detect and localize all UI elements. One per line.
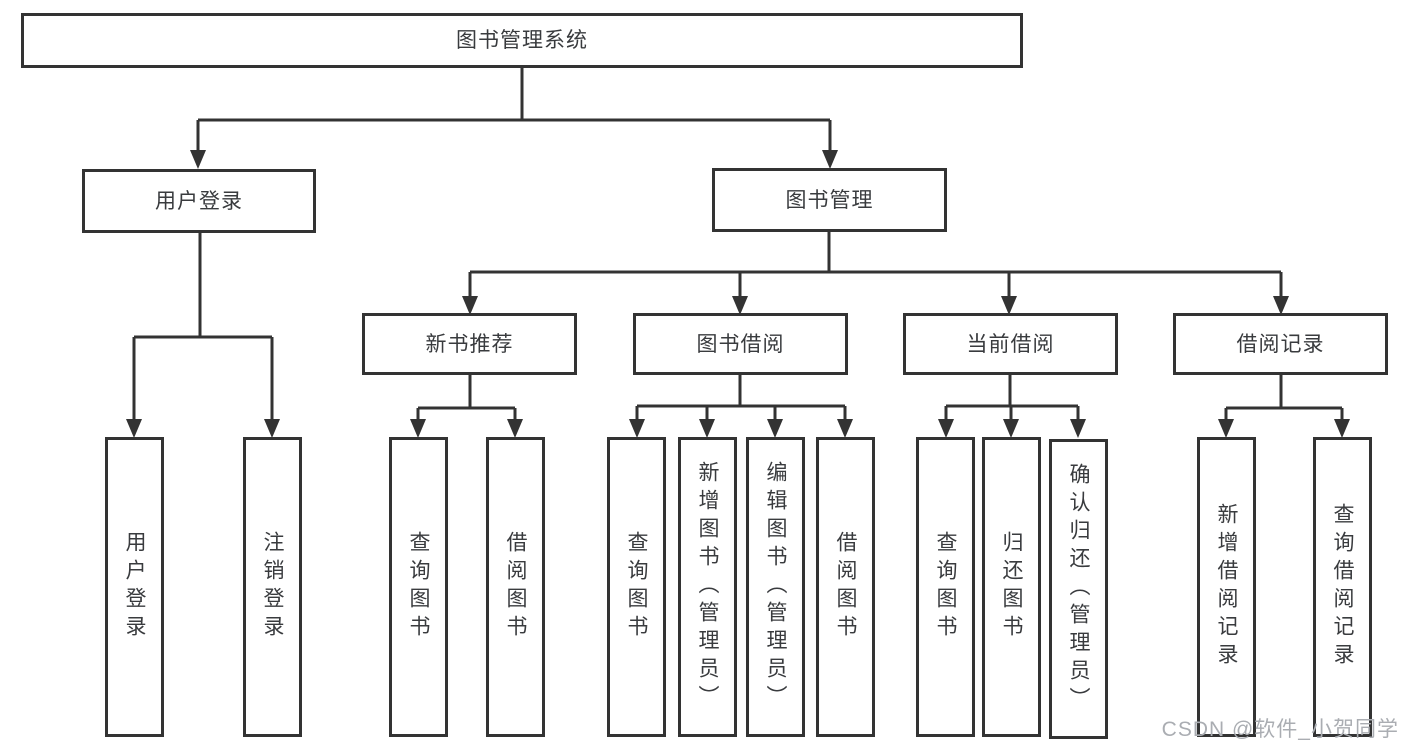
leaf-return-books: 归还图书 [982, 437, 1041, 737]
node-label: 编辑图书（管理员） [764, 461, 787, 713]
leaf-add-book-admin: 新增图书（管理员） [678, 437, 737, 737]
node-label: 图书管理系统 [456, 29, 588, 52]
node-user-login: 用户登录 [82, 169, 316, 233]
leaf-borrow-books-recommend: 借阅图书 [486, 437, 545, 737]
node-label: 新书推荐 [425, 332, 514, 356]
node-label: 用户登录 [155, 189, 243, 213]
node-borrowing-records: 借阅记录 [1173, 313, 1388, 375]
leaf-borrow-books-borrowing: 借阅图书 [816, 437, 875, 737]
node-label: 当前借阅 [966, 332, 1055, 356]
leaf-search-books-recommend: 查询图书 [389, 437, 448, 737]
node-label: 借阅记录 [1236, 332, 1325, 356]
node-label: 用户登录 [123, 531, 146, 643]
node-label: 新增图书（管理员） [696, 461, 719, 713]
node-label: 借阅图书 [834, 531, 857, 643]
node-label: 注销登录 [261, 531, 284, 643]
leaf-edit-book-admin: 编辑图书（管理员） [746, 437, 805, 737]
leaf-search-borrow-record: 查询借阅记录 [1313, 437, 1372, 737]
csdn-watermark: CSDN @软件_小贺同学 [1161, 718, 1399, 741]
leaf-confirm-return-admin: 确认归还（管理员） [1049, 439, 1108, 739]
node-new-book-recommendation: 新书推荐 [362, 313, 577, 375]
node-label: 图书管理 [785, 188, 874, 212]
node-current-borrowing: 当前借阅 [903, 313, 1118, 375]
node-book-management: 图书管理 [712, 168, 947, 232]
leaf-logout: 注销登录 [243, 437, 302, 737]
node-label: 查询图书 [934, 531, 957, 643]
leaf-add-borrow-record: 新增借阅记录 [1197, 437, 1256, 737]
node-label: 确认归还（管理员） [1067, 463, 1090, 715]
node-label: 查询图书 [407, 531, 430, 643]
node-library-management-system: 图书管理系统 [21, 13, 1023, 68]
node-label: 查询图书 [625, 531, 648, 643]
node-label: 新增借阅记录 [1215, 503, 1238, 671]
node-label: 查询借阅记录 [1331, 503, 1354, 671]
leaf-search-books-borrowing: 查询图书 [607, 437, 666, 737]
node-label: 图书借阅 [696, 332, 785, 356]
node-book-borrowing: 图书借阅 [633, 313, 848, 375]
node-label: 归还图书 [1000, 531, 1023, 643]
arrowheads [126, 150, 1350, 438]
node-label: 借阅图书 [504, 531, 527, 643]
leaf-search-books-current: 查询图书 [916, 437, 975, 737]
leaf-user-login: 用户登录 [105, 437, 164, 737]
